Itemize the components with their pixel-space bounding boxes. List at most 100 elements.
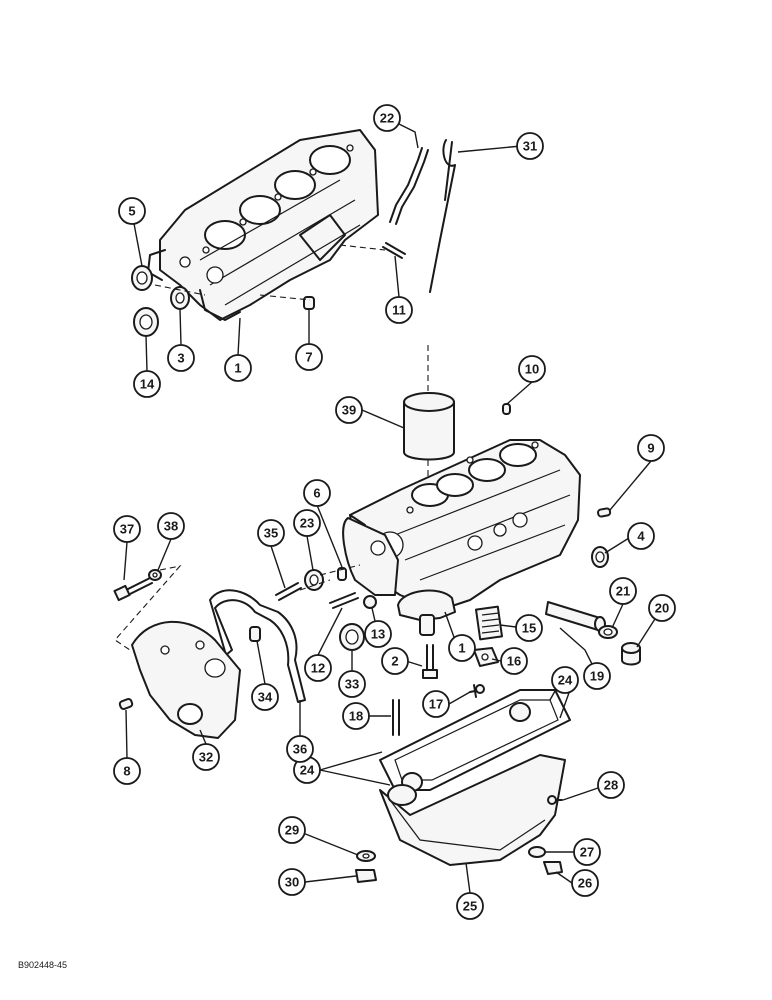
screw-28 (547, 795, 563, 805)
svg-text:14: 14 (140, 377, 155, 392)
svg-text:32: 32 (199, 750, 213, 765)
upper-cylinder-block (147, 129, 379, 321)
callout-37: 37 (113, 515, 141, 543)
callout-30: 30 (278, 868, 306, 896)
upper-stud-11 (382, 242, 406, 259)
callout-3: 3 (167, 344, 195, 372)
nut-30 (355, 869, 377, 883)
svg-text:7: 7 (305, 350, 312, 365)
callout-26: 26 (571, 869, 599, 897)
svg-text:15: 15 (522, 621, 536, 636)
svg-text:37: 37 (120, 522, 134, 537)
svg-text:28: 28 (604, 778, 618, 793)
svg-text:16: 16 (507, 654, 521, 669)
dowel-8 (118, 698, 134, 710)
oil-pan-25 (379, 754, 566, 866)
svg-text:39: 39 (342, 403, 356, 418)
svg-text:17: 17 (429, 697, 443, 712)
dipstick-tube (389, 147, 429, 225)
svg-text:8: 8 (123, 764, 130, 779)
callout-17: 17 (422, 690, 450, 718)
svg-text:2: 2 (391, 654, 398, 669)
callout-25: 25 (456, 892, 484, 920)
svg-text:1: 1 (234, 361, 241, 376)
svg-text:22: 22 (380, 111, 394, 126)
svg-text:31: 31 (523, 139, 537, 154)
svg-text:6: 6 (313, 486, 320, 501)
bolt-37 (113, 577, 153, 602)
callout-29: 29 (278, 816, 306, 844)
svg-text:5: 5 (128, 204, 135, 219)
upper-seal-14 (133, 307, 159, 337)
screw-17 (469, 684, 485, 698)
callout-24-a: 24 (551, 666, 579, 694)
svg-text:9: 9 (647, 441, 654, 456)
callout-14: 14 (133, 370, 161, 398)
callout-31: 31 (516, 132, 544, 160)
callout-1-upper: 1 (224, 354, 252, 382)
pin-34 (249, 626, 261, 642)
svg-text:34: 34 (258, 690, 273, 705)
svg-text:4: 4 (637, 529, 645, 544)
bushing-23 (304, 569, 324, 591)
callout-12: 12 (304, 654, 332, 682)
shaft-19 (545, 601, 606, 632)
cylinder-sleeve (403, 392, 455, 461)
svg-text:36: 36 (293, 742, 307, 757)
upper-dowel-7 (303, 296, 315, 310)
svg-text:25: 25 (463, 899, 477, 914)
plug-26 (543, 861, 563, 875)
gasket-27 (528, 846, 546, 858)
bracket-16 (473, 647, 499, 667)
svg-text:21: 21 (616, 584, 630, 599)
svg-text:11: 11 (392, 303, 406, 318)
plug-13 (363, 595, 377, 609)
washer-38 (148, 569, 162, 581)
callout-34: 34 (251, 683, 279, 711)
figure-reference: B902448-45 (18, 960, 67, 970)
callout-36: 36 (286, 735, 314, 763)
svg-text:10: 10 (525, 362, 539, 377)
bolt-2 (422, 644, 438, 679)
callout-7: 7 (295, 343, 323, 371)
svg-text:24: 24 (558, 673, 573, 688)
svg-text:1: 1 (458, 641, 465, 656)
stud-35 (275, 582, 302, 601)
callout-35: 35 (257, 519, 285, 547)
dipstick (429, 139, 456, 293)
callout-4: 4 (627, 522, 655, 550)
callout-32: 32 (192, 743, 220, 771)
callout-20: 20 (648, 594, 676, 622)
svg-text:27: 27 (580, 845, 594, 860)
callout-6: 6 (303, 479, 331, 507)
callout-28: 28 (597, 771, 625, 799)
svg-text:38: 38 (164, 519, 178, 534)
pin-6 (337, 567, 347, 581)
washer-29 (356, 850, 376, 862)
callout-19: 19 (583, 662, 611, 690)
callout-33: 33 (338, 670, 366, 698)
callout-9: 9 (637, 434, 665, 462)
callout-22: 22 (373, 104, 401, 132)
timing-gasket-36 (209, 589, 306, 703)
callout-23: 23 (293, 509, 321, 537)
svg-text:3: 3 (177, 351, 184, 366)
svg-text:20: 20 (655, 601, 669, 616)
dowel-10 (502, 403, 511, 415)
svg-text:30: 30 (285, 875, 299, 890)
callout-5: 5 (118, 197, 146, 225)
callout-16: 16 (500, 647, 528, 675)
stud-18 (392, 699, 400, 736)
callout-27: 27 (573, 838, 601, 866)
svg-text:29: 29 (285, 823, 299, 838)
timing-cover-32 (131, 620, 241, 739)
oil-pan-gasket-24 (379, 689, 571, 792)
svg-text:23: 23 (300, 516, 314, 531)
pin-9 (597, 507, 612, 518)
callout-15: 15 (515, 614, 543, 642)
svg-text:18: 18 (349, 709, 363, 724)
callout-38: 38 (157, 512, 185, 540)
callout-8: 8 (113, 757, 141, 785)
callout-10: 10 (518, 355, 546, 383)
callout-2: 2 (381, 647, 409, 675)
